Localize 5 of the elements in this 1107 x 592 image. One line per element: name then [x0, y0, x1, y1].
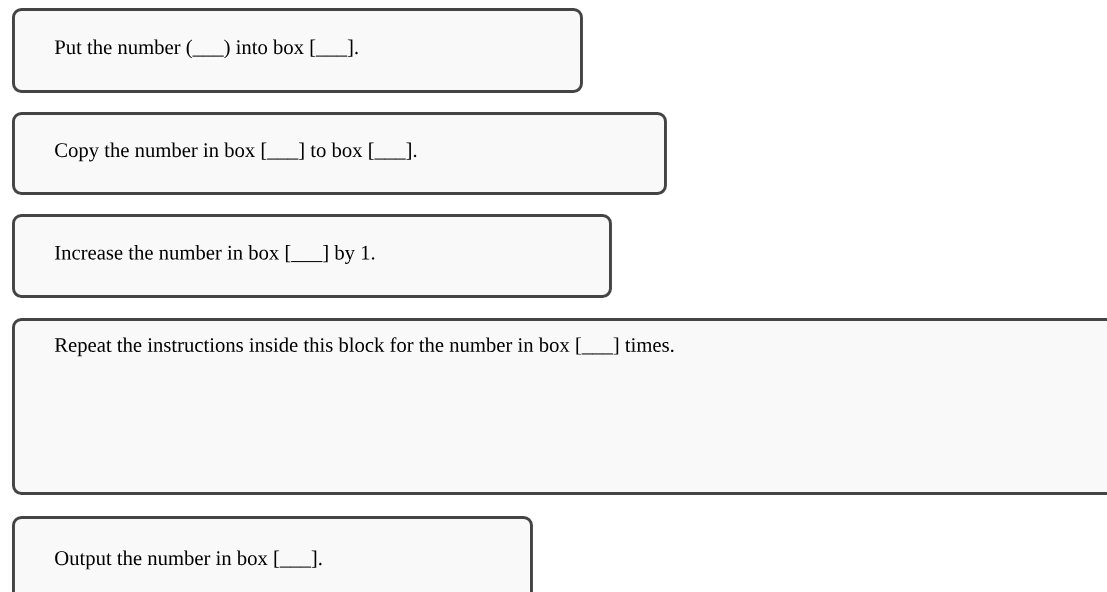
instruction-block: Put the number (___) into box [___].: [12, 8, 583, 93]
instruction-block: Output the number in box [___].: [12, 516, 533, 592]
instruction-block: Copy the number in box [___] to box [___].: [12, 112, 667, 195]
instruction-block: Repeat the instructions inside this block for the number in box [___] times.: [12, 318, 1107, 495]
instruction-block: Increase the number in box [___] by 1.: [12, 214, 612, 298]
